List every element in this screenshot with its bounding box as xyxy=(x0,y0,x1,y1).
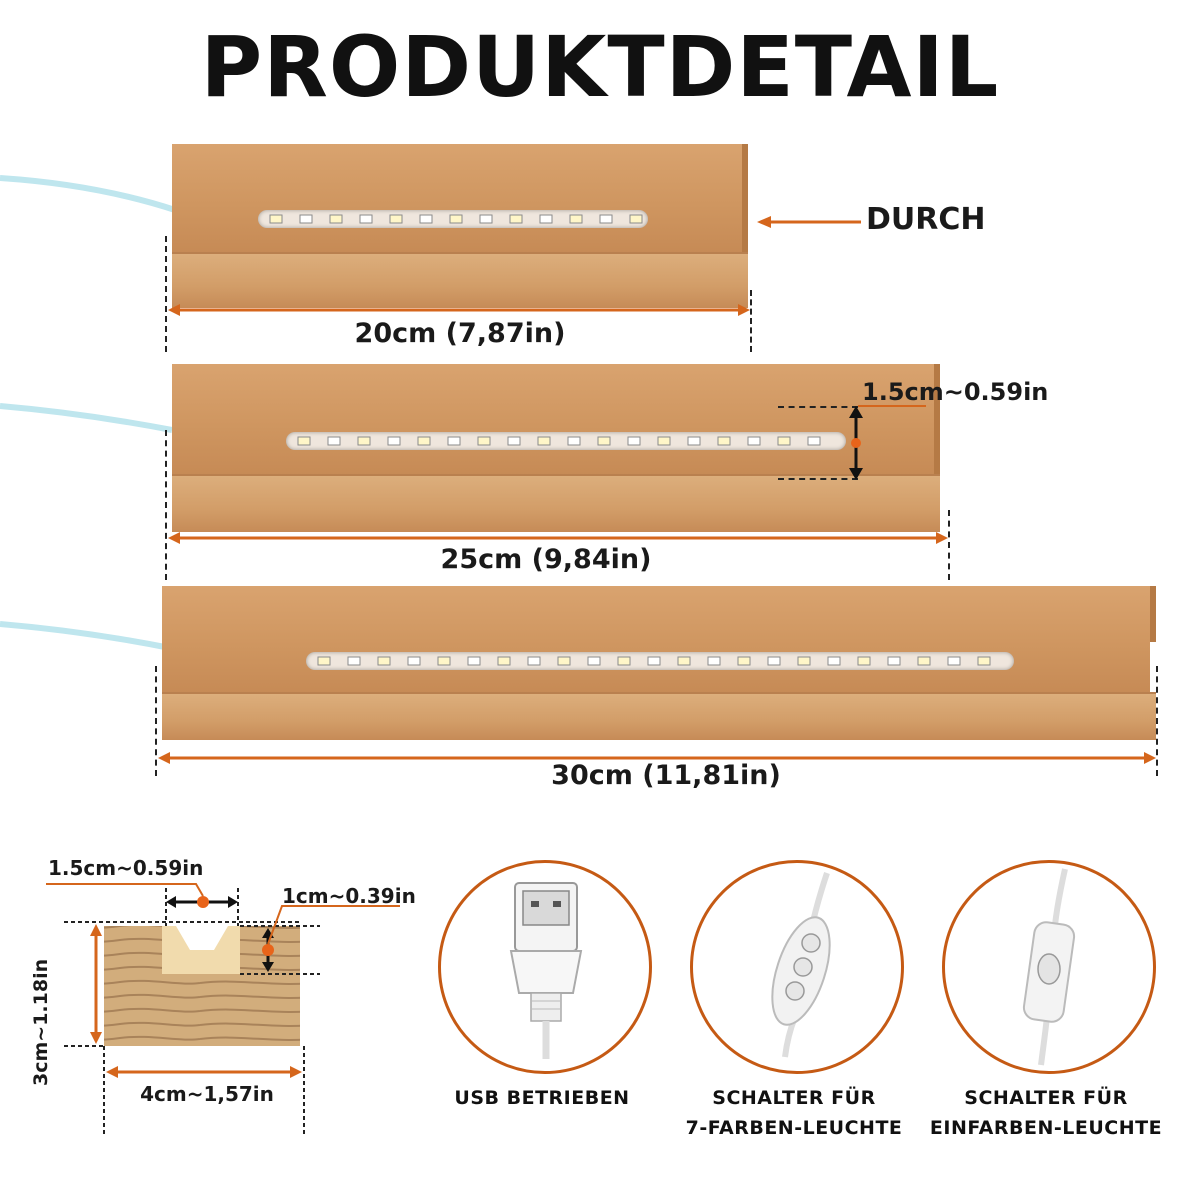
led-chip xyxy=(747,436,761,446)
feature-usb-circle xyxy=(438,860,652,1074)
led-chip xyxy=(647,656,661,666)
led-chip xyxy=(447,436,461,446)
led-chip xyxy=(627,436,641,446)
led-chip xyxy=(887,656,901,666)
length-label-20cm: 20cm (7,87in) xyxy=(354,318,566,349)
usb-cable-1 xyxy=(0,175,176,213)
feature-usb-caption: USB BETRIEBEN xyxy=(454,1087,630,1109)
base-front-rail xyxy=(172,474,940,532)
led-chip xyxy=(917,656,931,666)
callout-label: DURCH xyxy=(866,202,986,237)
led-chip xyxy=(857,656,871,666)
led-chip xyxy=(359,214,373,224)
led-chip xyxy=(297,436,311,446)
led-chip xyxy=(777,436,791,446)
callout-arrow xyxy=(757,216,861,228)
base-30cm: 30cm (11,81in) xyxy=(0,580,1200,800)
led-chip xyxy=(327,436,341,446)
length-arrow-2 xyxy=(168,532,948,544)
led-chips-1 xyxy=(269,214,643,224)
led-chip xyxy=(347,656,361,666)
led-chip xyxy=(977,656,991,666)
led-chip xyxy=(807,436,821,446)
led-chip xyxy=(407,656,421,666)
led-chip xyxy=(269,214,283,224)
led-chip xyxy=(707,656,721,666)
led-chip xyxy=(557,656,571,666)
height-label-3cm: 3cm~1.18in xyxy=(30,958,52,1086)
led-chip xyxy=(569,214,583,224)
feature-toggle-caption: SCHALTER FÜR EINFARBEN-LEUCHTE xyxy=(929,1087,1163,1139)
led-chip xyxy=(477,436,491,446)
base-front-rail xyxy=(162,692,1156,740)
led-chip xyxy=(527,656,541,666)
height-arrow xyxy=(849,406,863,480)
led-chip xyxy=(599,214,613,224)
feature-toggle-circle xyxy=(942,860,1156,1074)
toggle-switch-icon xyxy=(1022,868,1076,1066)
base-back-panel xyxy=(172,364,934,476)
led-chip xyxy=(377,656,391,666)
led-chip xyxy=(717,436,731,446)
height-label: 1.5cm~0.59in xyxy=(862,378,1049,406)
base-back-panel xyxy=(172,144,742,254)
length-label-25cm: 25cm (9,84in) xyxy=(440,544,652,575)
led-chip xyxy=(417,436,431,446)
led-chips-3 xyxy=(317,656,991,666)
led-chip xyxy=(617,656,631,666)
led-chip xyxy=(449,214,463,224)
usb-cable-2 xyxy=(0,403,173,433)
led-chip xyxy=(317,656,331,666)
length-label-30cm: 30cm (11,81in) xyxy=(551,760,781,791)
led-chip xyxy=(587,656,601,666)
base-20cm: 20cm (7,87in) DURCH xyxy=(0,140,1200,352)
led-chip xyxy=(329,214,343,224)
led-chip xyxy=(737,656,751,666)
led-chip xyxy=(657,436,671,446)
led-chip xyxy=(597,436,611,446)
led-chip xyxy=(389,214,403,224)
led-chip xyxy=(537,436,551,446)
feature-remote-caption: SCHALTER FÜR 7-FARBEN-LEUCHTE xyxy=(685,1087,903,1139)
led-chip xyxy=(629,214,643,224)
led-chip xyxy=(357,436,371,446)
led-chip xyxy=(947,656,961,666)
page-title: PRODUKTDETAIL xyxy=(200,18,1000,116)
slot-depth-label: 1cm~0.39in xyxy=(282,884,416,908)
led-chip xyxy=(437,656,451,666)
width-label-4cm: 4cm~1,57in xyxy=(140,1082,274,1106)
led-chip xyxy=(419,214,433,224)
led-chip xyxy=(509,214,523,224)
led-chip xyxy=(767,656,781,666)
length-arrow-3 xyxy=(158,752,1156,764)
led-chip xyxy=(677,656,691,666)
led-chip xyxy=(387,436,401,446)
led-chip xyxy=(299,214,313,224)
usb-cable-3 xyxy=(0,621,171,651)
cross-section-drawing xyxy=(46,883,400,1136)
led-chip xyxy=(797,656,811,666)
led-chip xyxy=(827,656,841,666)
led-chip xyxy=(507,436,521,446)
led-chip xyxy=(567,436,581,446)
length-arrow-1 xyxy=(168,304,750,316)
base-front-rail xyxy=(172,252,748,308)
three-button-remote-icon xyxy=(771,872,831,1058)
led-chip xyxy=(467,656,481,666)
led-chip xyxy=(479,214,493,224)
usb-plug-icon xyxy=(509,882,583,1059)
led-chip xyxy=(687,436,701,446)
cross-section: 1.5cm~0.59in 1cm~0.39in 3cm~1.18in 4cm~1… xyxy=(0,850,430,1150)
base-25cm: 25cm (9,84in) 1.5cm~0.59in xyxy=(0,360,1200,580)
slot-width-label: 1.5cm~0.59in xyxy=(48,856,204,880)
led-chip xyxy=(539,214,553,224)
led-chip xyxy=(497,656,511,666)
led-chips-2 xyxy=(297,436,821,446)
feature-remote-circle xyxy=(690,860,904,1074)
base-back-panel xyxy=(162,586,1150,694)
